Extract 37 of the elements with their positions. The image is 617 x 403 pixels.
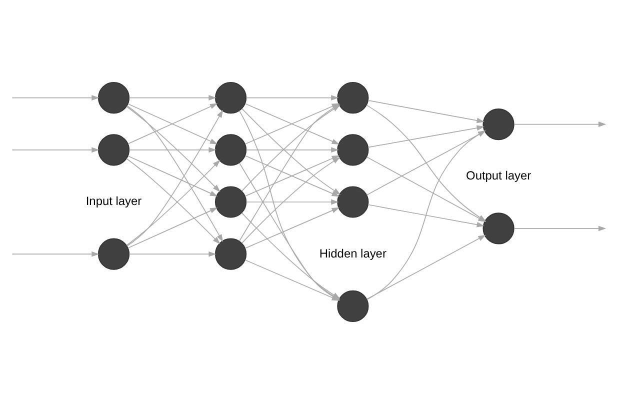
arrow <box>368 204 484 227</box>
arrow <box>514 225 606 231</box>
node-circle <box>98 238 130 270</box>
node-circle <box>482 212 514 244</box>
arrow <box>12 250 100 256</box>
node-circle <box>214 134 247 166</box>
label: Output layer <box>466 168 532 182</box>
arrow <box>128 146 216 152</box>
arrow <box>246 94 339 100</box>
arrow <box>368 124 484 148</box>
arrow <box>128 94 216 100</box>
arrow <box>128 155 218 196</box>
arrow <box>128 250 216 256</box>
arrow <box>246 146 339 152</box>
arrow <box>128 102 218 144</box>
arrow <box>246 198 339 204</box>
label: Input layer <box>86 194 142 208</box>
arrow <box>366 234 486 300</box>
arrow <box>514 121 606 126</box>
arrow <box>12 94 100 100</box>
node-circle <box>337 290 369 322</box>
node-circle <box>482 108 514 140</box>
arrow <box>366 130 486 195</box>
node-circle <box>214 238 247 270</box>
arrow <box>244 206 340 248</box>
arrow <box>12 146 100 152</box>
node-circle <box>214 186 247 218</box>
arrow <box>126 106 220 192</box>
node-circle <box>98 134 130 166</box>
node-circle <box>337 186 369 218</box>
node-circle <box>337 81 369 114</box>
arrow <box>368 100 484 123</box>
arrow <box>128 207 218 248</box>
label: Hidden layer <box>319 246 386 260</box>
node-circle <box>337 134 369 166</box>
node-circle <box>214 81 247 114</box>
node-circle <box>98 81 130 114</box>
